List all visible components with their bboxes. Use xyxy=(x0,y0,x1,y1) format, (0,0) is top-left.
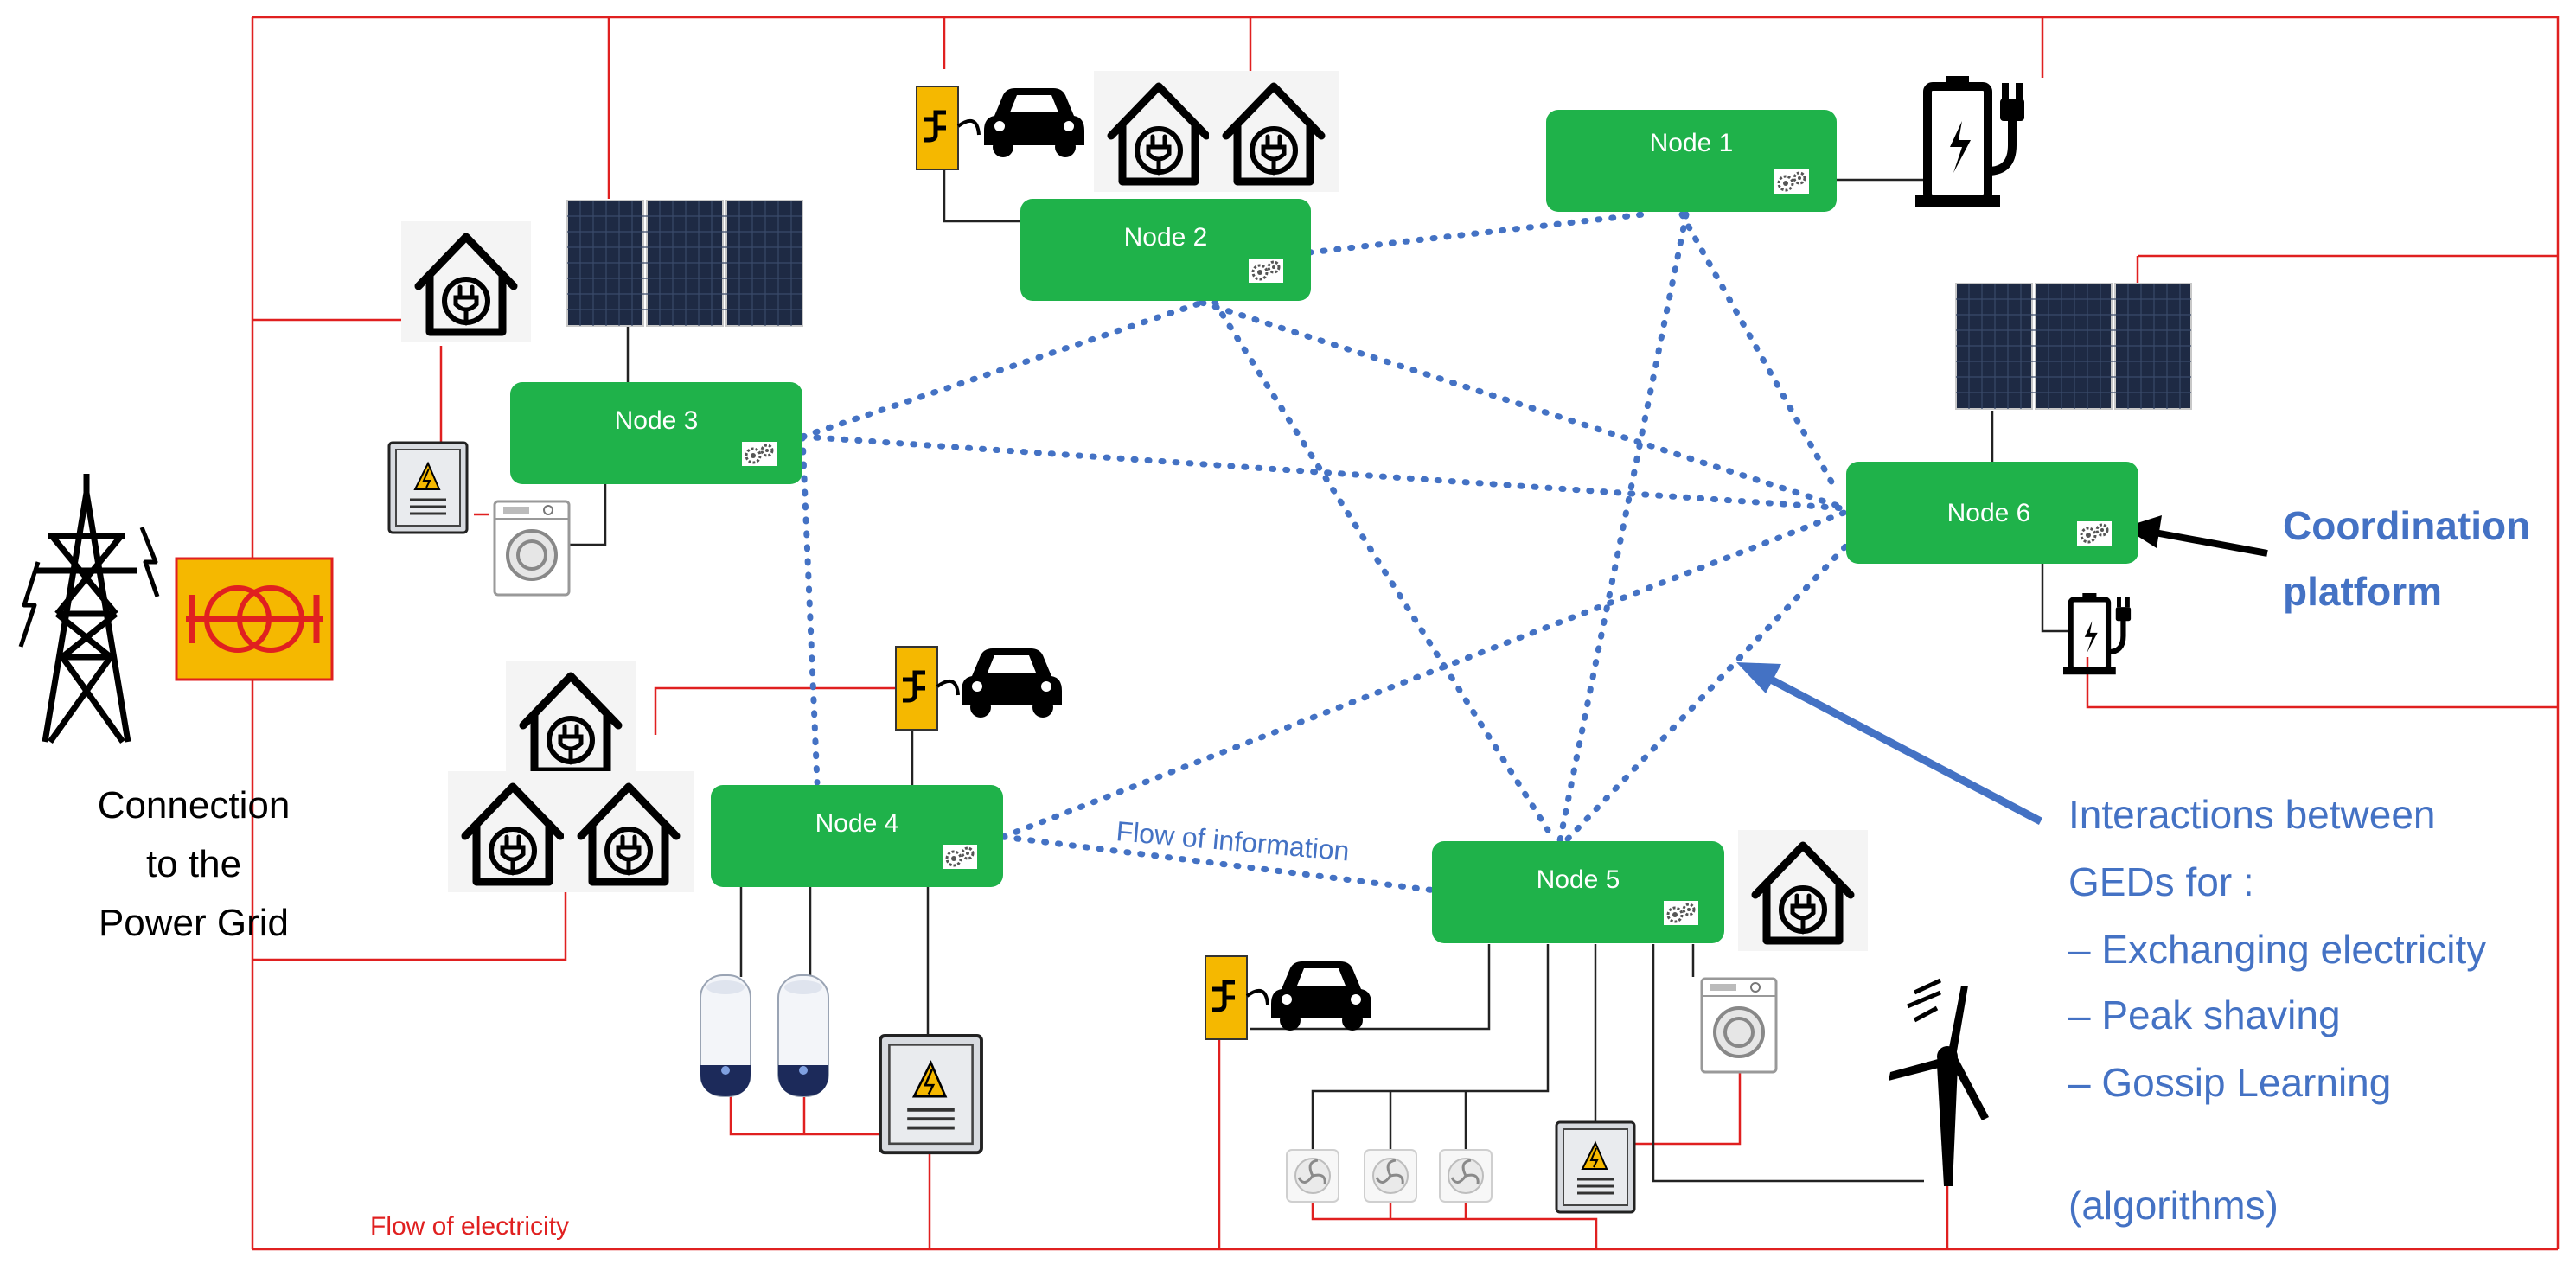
house-plug-icon xyxy=(506,661,636,782)
node-label: Node 5 xyxy=(1537,865,1620,894)
node-4[interactable]: Node 4 xyxy=(711,785,1003,887)
gear-icon xyxy=(1662,899,1700,927)
flow-of-electricity-label: Flow of electricity xyxy=(370,1212,569,1241)
svg-text:Interactions between: Interactions between xyxy=(2068,792,2436,837)
interactions-label: Interactions between GEDs for : – Exchan… xyxy=(2068,792,2486,1228)
solar-panel-icon xyxy=(1955,283,2192,410)
gear-icon xyxy=(941,843,979,871)
svg-text:(algorithms): (algorithms) xyxy=(2068,1183,2279,1228)
coordination-arrow xyxy=(2124,515,2268,557)
gear-icon xyxy=(2075,520,2113,547)
electric-meter-icon xyxy=(1555,1120,1636,1214)
svg-text:Connection: Connection xyxy=(98,784,291,827)
wind-turbine-icon xyxy=(1889,978,1989,1186)
flow-of-information-label: Flow of information xyxy=(1115,815,1350,866)
electric-meter-icon xyxy=(387,441,469,534)
svg-text:– Peak shaving: – Peak shaving xyxy=(2068,993,2341,1037)
solar-panel-icon xyxy=(566,200,803,327)
grid-connection-label: Connection to the Power Grid xyxy=(98,784,291,944)
fan-icon xyxy=(1285,1148,1340,1203)
svg-text:Power Grid: Power Grid xyxy=(99,902,289,944)
node-1[interactable]: Node 1 xyxy=(1546,110,1837,212)
gear-icon xyxy=(740,440,778,468)
washing-machine-icon xyxy=(493,500,571,597)
transformer-icon xyxy=(175,557,334,681)
water-heater-icon xyxy=(700,974,751,1097)
node-5[interactable]: Node 5 xyxy=(1432,841,1724,943)
node-2[interactable]: Node 2 xyxy=(1020,199,1311,301)
house-plug-icon xyxy=(401,221,531,342)
electric-car-icon xyxy=(1271,961,1371,1031)
svg-text:to the: to the xyxy=(146,843,241,885)
node-label: Node 6 xyxy=(1947,499,2031,527)
svg-text:– Exchanging electricity: – Exchanging electricity xyxy=(2068,927,2486,972)
node-label: Node 1 xyxy=(1650,129,1734,157)
electric-car-icon xyxy=(984,88,1084,157)
electric-car-icon xyxy=(962,648,1062,718)
fan-icon xyxy=(1438,1148,1493,1203)
house-plug-icon xyxy=(564,771,694,892)
ev-charger-icon xyxy=(917,86,979,169)
svg-text:GEDs for :: GEDs for : xyxy=(2068,859,2254,904)
washing-machine-icon xyxy=(1700,977,1778,1074)
local-connections xyxy=(559,151,2068,1183)
water-heater-icon xyxy=(777,974,829,1097)
ev-charger-icon xyxy=(1205,956,1268,1039)
electric-meter-icon xyxy=(879,1034,983,1155)
battery-charger-icon xyxy=(2063,593,2131,674)
node-6[interactable]: Node 6 xyxy=(1846,462,2138,564)
house-plug-icon xyxy=(1094,71,1224,192)
house-plug-icon xyxy=(448,771,578,892)
svg-text:– Gossip Learning: – Gossip Learning xyxy=(2068,1060,2391,1105)
interactions-arrow xyxy=(1736,662,2043,825)
svg-text:platform: platform xyxy=(2283,569,2442,614)
node-label: Node 4 xyxy=(815,809,899,838)
node-3[interactable]: Node 3 xyxy=(510,382,802,484)
fan-icon xyxy=(1363,1148,1418,1203)
battery-charger-icon xyxy=(1915,76,2024,207)
coordination-platform-label: Coordination platform xyxy=(2283,503,2530,614)
transmission-tower-icon xyxy=(18,474,160,744)
gear-icon xyxy=(1773,168,1811,195)
svg-text:Coordination: Coordination xyxy=(2283,503,2530,548)
node-label: Node 3 xyxy=(615,406,699,435)
node-label: Node 2 xyxy=(1124,223,1208,252)
gear-icon xyxy=(1247,257,1285,284)
information-links xyxy=(799,211,1852,894)
house-plug-icon xyxy=(1738,830,1868,951)
ev-charger-icon xyxy=(896,647,958,730)
house-plug-icon xyxy=(1209,71,1339,192)
